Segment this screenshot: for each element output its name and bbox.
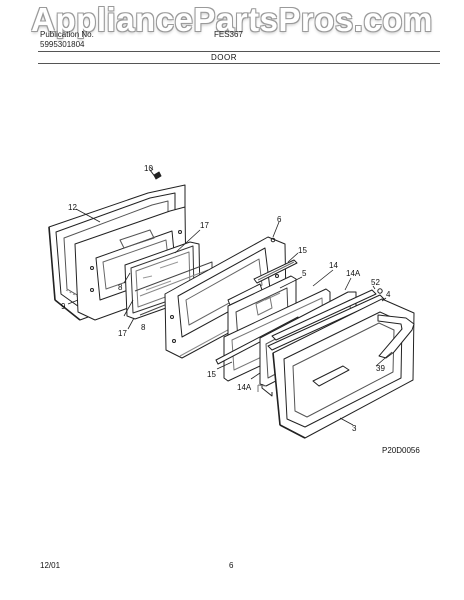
callout-52: 52	[371, 278, 380, 287]
callout-14a-lower: 14A	[237, 383, 252, 392]
callout-15-upper: 15	[298, 246, 307, 255]
leader-lines	[67, 166, 393, 426]
callout-8-upper: 8	[118, 283, 123, 292]
callout-5: 5	[302, 269, 307, 278]
header-rule	[38, 51, 440, 52]
model-number: FES367	[214, 30, 243, 39]
callout-10: 10	[144, 164, 153, 173]
callout-17-upper: 17	[200, 221, 209, 230]
section-title: DOOR	[211, 53, 237, 62]
diagram-code: P20D0056	[382, 446, 420, 455]
callout-12: 12	[68, 203, 77, 212]
callout-3: 3	[352, 424, 357, 433]
callout-14: 14	[329, 261, 338, 270]
footer-page: 6	[229, 561, 234, 570]
callout-9: 9	[61, 302, 66, 311]
title-rule	[38, 63, 440, 64]
callout-39: 39	[376, 364, 385, 373]
footer-date: 12/01	[40, 561, 61, 570]
callout-8-lower: 8	[141, 323, 146, 332]
publication-number: 5995301804	[40, 40, 85, 49]
callout-6: 6	[277, 215, 282, 224]
part-handle	[312, 314, 415, 387]
publication-label: Publication No.	[40, 30, 94, 39]
callout-17-lower: 17	[118, 329, 127, 338]
callout-4: 4	[386, 290, 391, 299]
part-bracket-upper	[253, 259, 298, 284]
callout-14a-upper: 14A	[346, 269, 361, 278]
watermark-logo: AppliancePartsPros.com	[31, 1, 433, 38]
part-screw	[149, 169, 162, 180]
callout-15-lower: 15	[207, 370, 216, 379]
